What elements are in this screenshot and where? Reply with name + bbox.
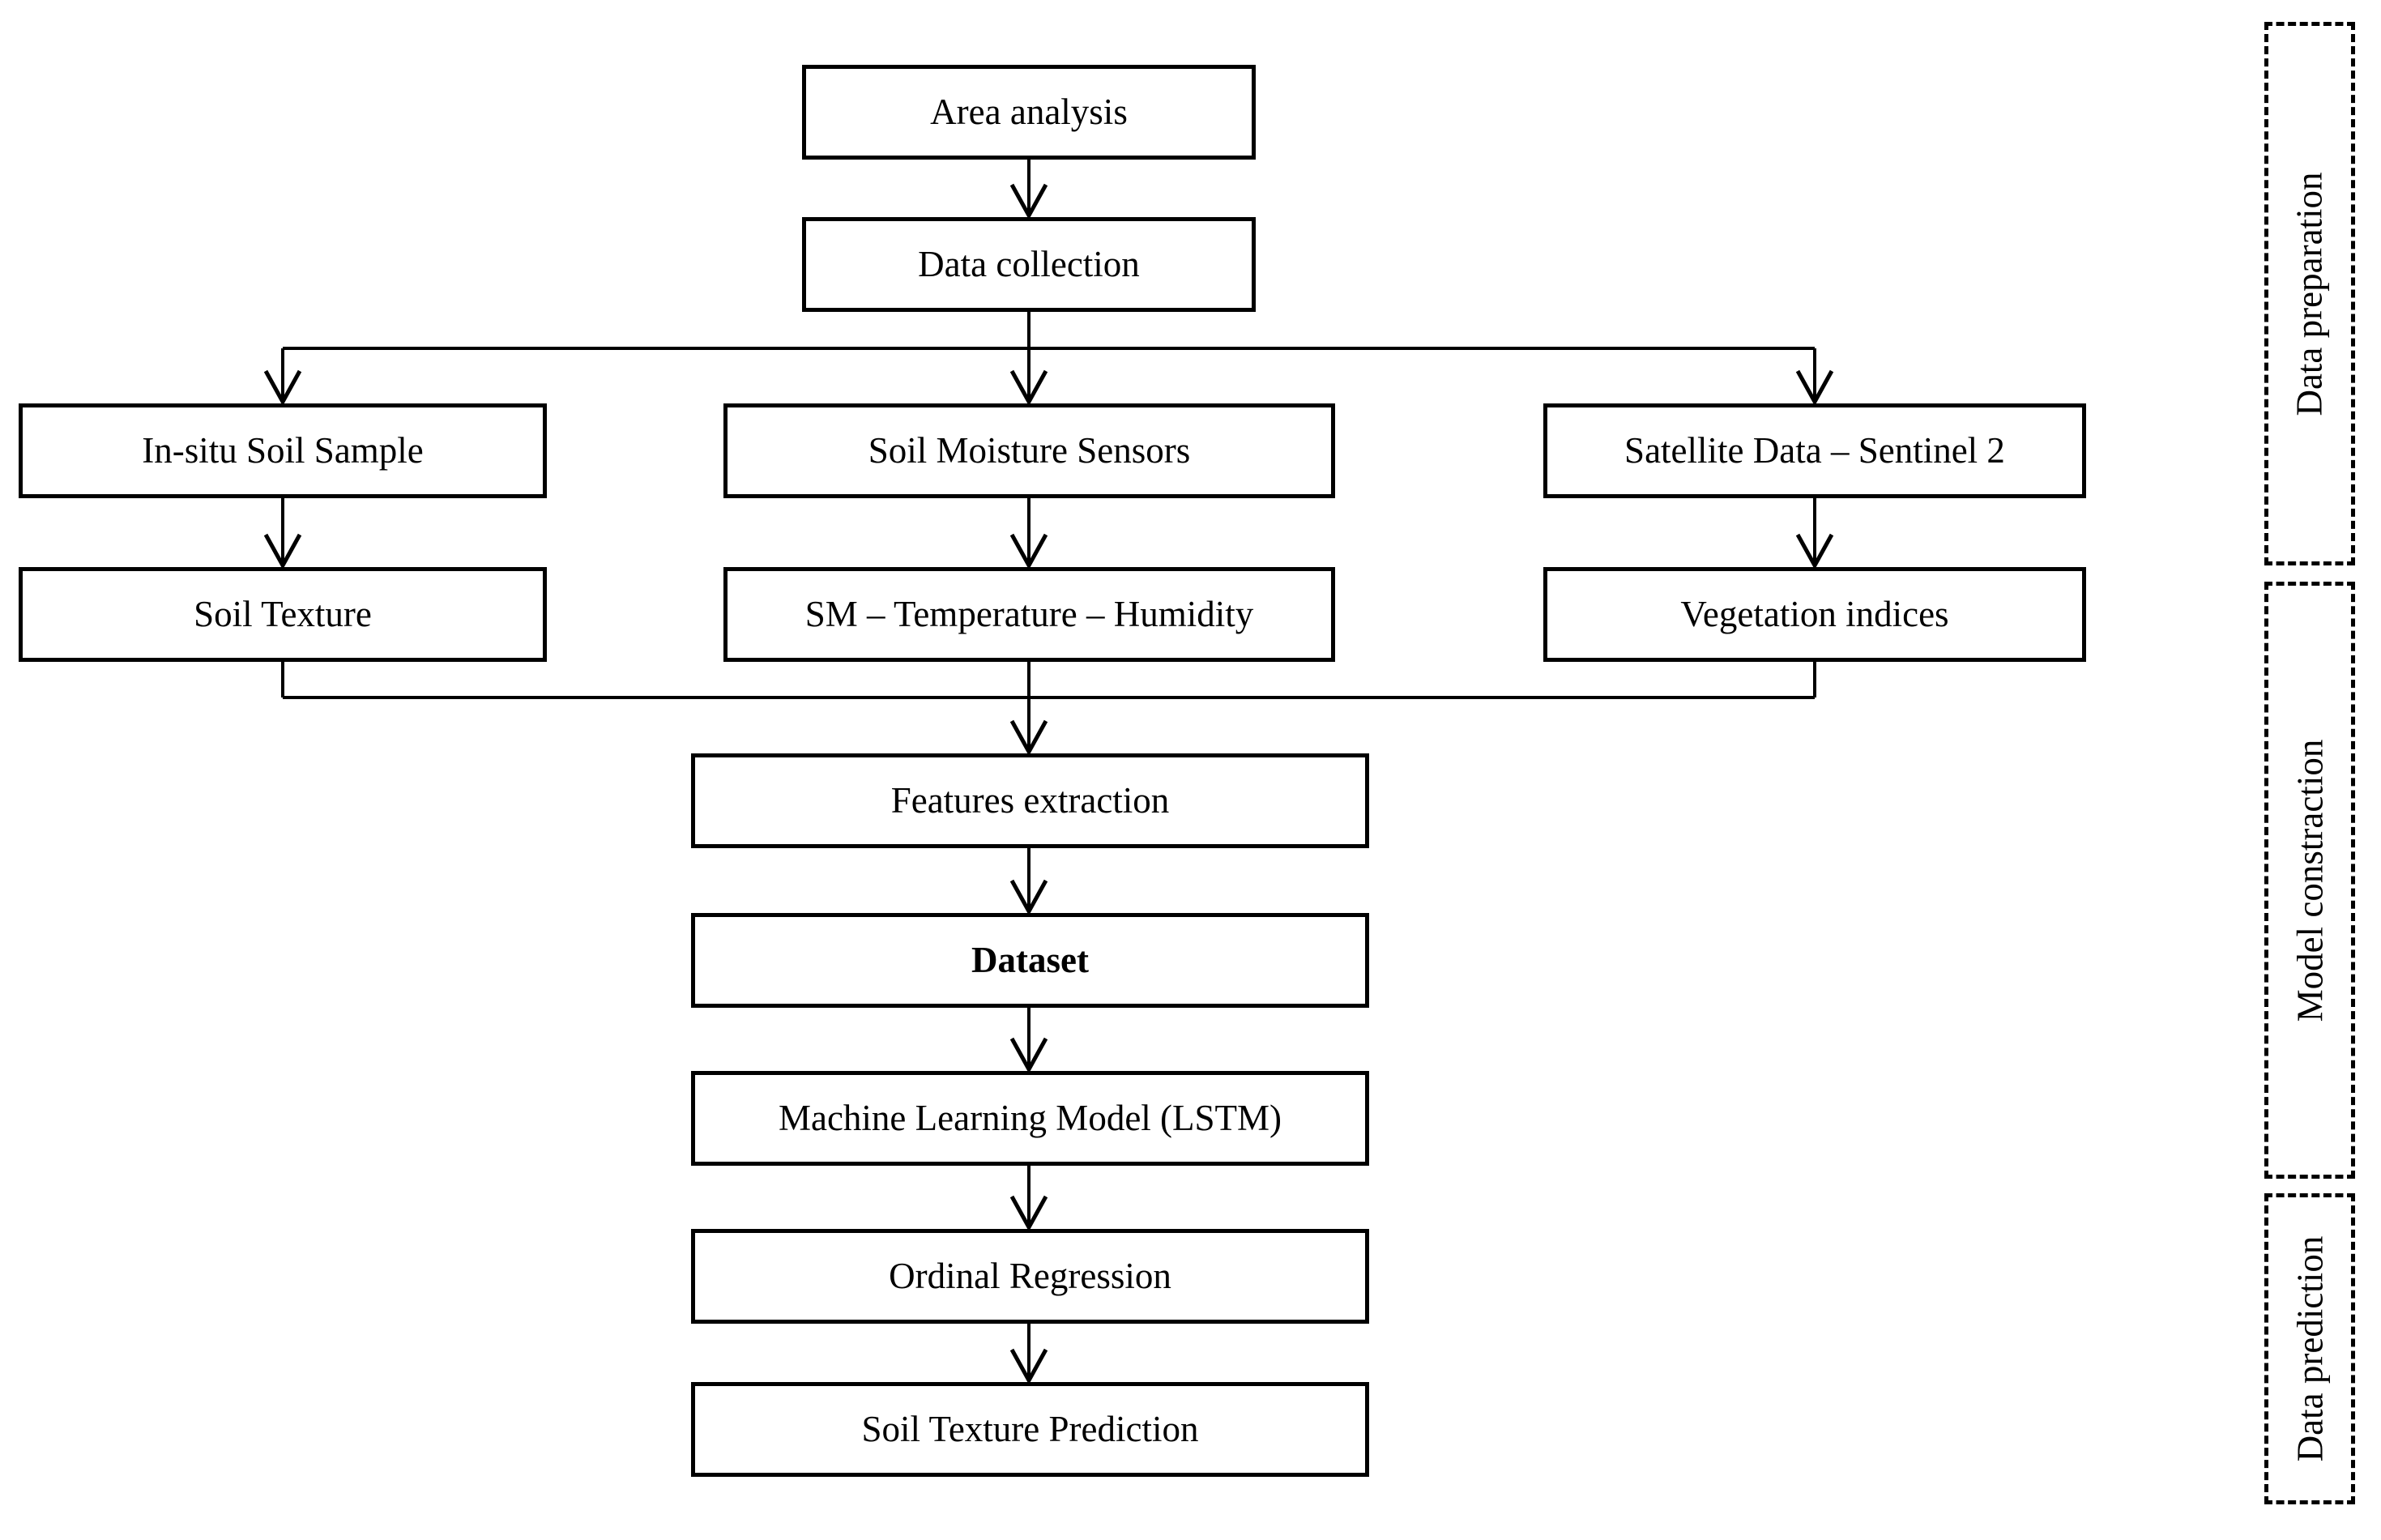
arrowhead-features-to-dataset	[1009, 879, 1048, 916]
arrowhead-model-to-regression	[1009, 1195, 1048, 1232]
arrowhead-merge-to-features	[1009, 719, 1048, 757]
arrowhead-regression-to-prediction	[1009, 1348, 1048, 1385]
node-insitu-soil-sample: In-situ Soil Sample	[19, 403, 547, 498]
node-sm-temperature-humidity: SM – Temperature – Humidity	[723, 567, 1335, 662]
arrowhead-split-to-satellite	[1795, 369, 1834, 407]
arrowhead-satellite-to-vegetation	[1795, 533, 1834, 570]
arrowhead-dataset-to-model	[1009, 1037, 1048, 1074]
arrowhead-sensors-to-smth	[1009, 533, 1048, 570]
node-ordinal-regression: Ordinal Regression	[691, 1229, 1369, 1324]
stage-data-preparation: Data preparation	[2264, 22, 2355, 565]
stage-data-prediction-label: Data prediction	[2289, 1235, 2331, 1462]
arrowhead-insitu-to-texture	[263, 533, 302, 570]
node-satellite-data-sentinel-2: Satellite Data – Sentinel 2	[1543, 403, 2086, 498]
arrowhead-collection-to-sensors	[1009, 369, 1048, 407]
node-features-extraction: Features extraction	[691, 753, 1369, 848]
node-dataset: Dataset	[691, 913, 1369, 1008]
node-data-collection: Data collection	[802, 217, 1256, 312]
node-area-analysis: Area analysis	[802, 65, 1256, 160]
stage-data-preparation-label: Data preparation	[2289, 171, 2330, 416]
node-vegetation-indices: Vegetation indices	[1543, 567, 2086, 662]
arrowhead-area-to-collection	[1009, 183, 1048, 220]
stage-model-constraction-label: Model constraction	[2289, 739, 2331, 1022]
node-soil-texture-prediction: Soil Texture Prediction	[691, 1382, 1369, 1477]
stage-data-prediction: Data prediction	[2264, 1193, 2355, 1504]
arrowhead-split-to-insitu	[263, 369, 302, 407]
node-machine-learning-model: Machine Learning Model (LSTM)	[691, 1071, 1369, 1166]
stage-model-constraction: Model constraction	[2264, 582, 2355, 1179]
node-soil-moisture-sensors: Soil Moisture Sensors	[723, 403, 1335, 498]
node-soil-texture: Soil Texture	[19, 567, 547, 662]
